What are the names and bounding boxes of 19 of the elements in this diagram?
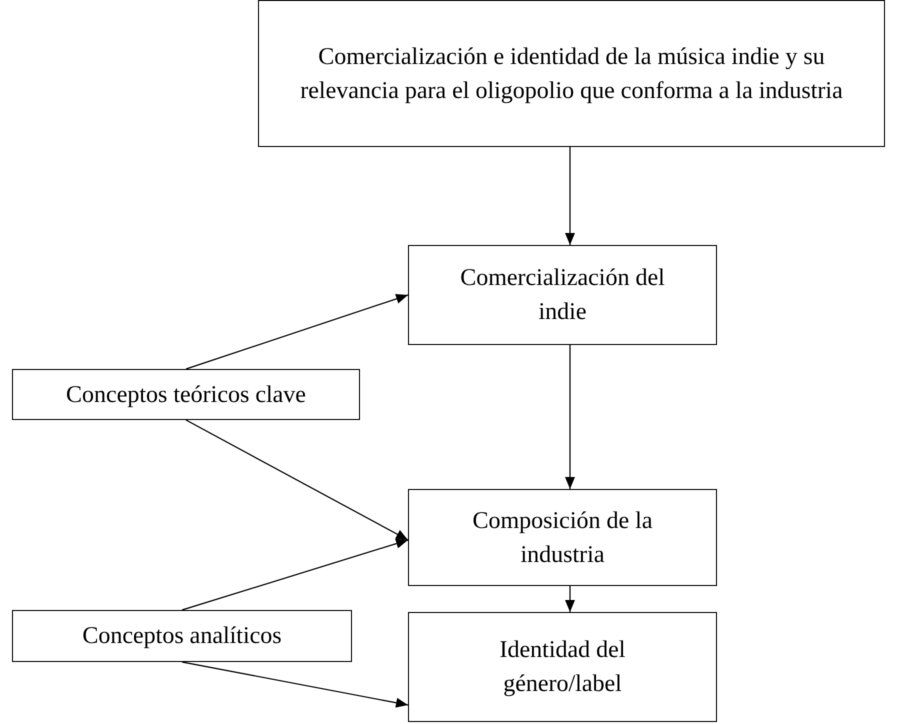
arrow <box>182 538 408 611</box>
box-label: Identidad del género/label <box>498 636 626 699</box>
box-label: Composición de la industria <box>472 506 654 570</box>
process-box <box>12 610 352 662</box>
process-box <box>408 245 717 345</box>
process-box <box>12 369 360 420</box>
arrow <box>186 294 408 370</box>
arrow <box>186 419 408 541</box>
arrow <box>565 345 575 489</box>
box-label: Comercialización del indie <box>459 264 666 327</box>
process-box <box>258 0 885 147</box>
box-label: Conceptos analíticos <box>81 622 283 651</box>
process-box <box>408 489 717 586</box>
box-label: Comercialización e identidad de la música indie y su relevancia para el oligopolio que conforma a la industria <box>299 42 844 106</box>
arrow <box>565 147 575 245</box>
box-label: Conceptos teóricos clave <box>65 380 307 410</box>
process-box <box>408 612 717 722</box>
arrow <box>182 661 408 708</box>
arrow <box>565 586 575 612</box>
